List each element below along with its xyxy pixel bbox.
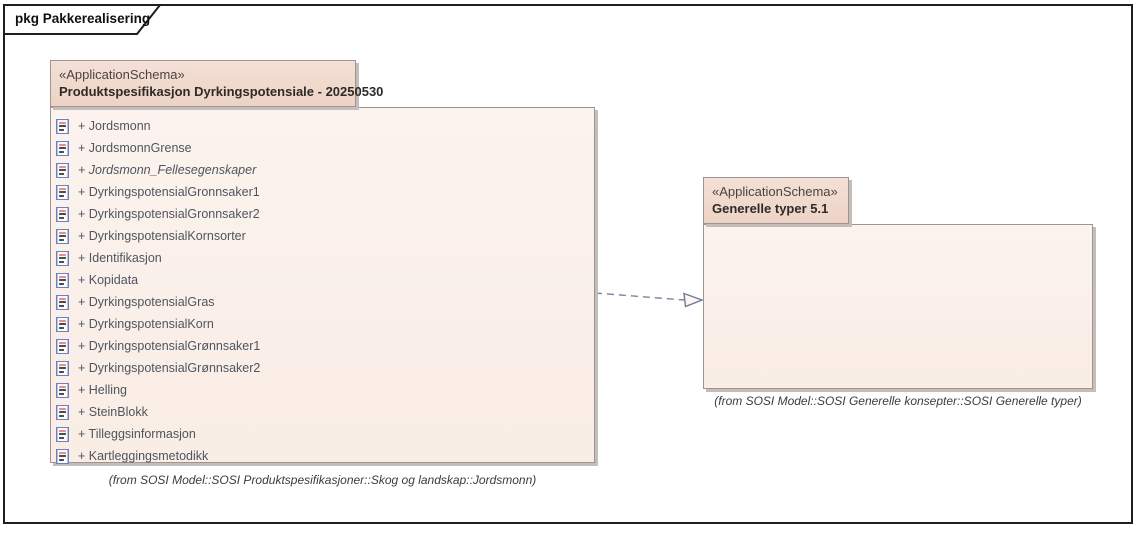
- class-list-item[interactable]: + JordsmonnGrense: [56, 137, 594, 159]
- class-item-label: + Kopidata: [78, 273, 139, 287]
- class-list-item[interactable]: + Helling: [56, 379, 594, 401]
- class-icon: [56, 250, 69, 266]
- class-item-label: + Tilleggsinformasjon: [78, 427, 196, 441]
- class-item-label: + DyrkingspotensialGronnsaker1: [78, 185, 260, 199]
- class-icon: [56, 426, 69, 442]
- class-list-item[interactable]: + Kopidata: [56, 269, 594, 291]
- class-list-item[interactable]: + DyrkingspotensialGronnsaker1: [56, 181, 594, 203]
- package-name: Generelle typer 5.1: [712, 201, 829, 216]
- class-icon: [56, 404, 69, 420]
- class-item-label: + Kartleggingsmetodikk: [78, 449, 209, 463]
- class-icon: [56, 184, 69, 200]
- class-item-label: + SteinBlokk: [78, 405, 148, 419]
- class-item-label: + JordsmonnGrense: [78, 141, 192, 155]
- package-tab-produktspesifikasjon[interactable]: «ApplicationSchema» Produktspesifikasjon…: [50, 60, 384, 107]
- class-list-item[interactable]: + Kartleggingsmetodikk: [56, 445, 594, 467]
- class-icon: [56, 360, 69, 376]
- class-item-label: + DyrkingspotensialGras: [78, 295, 215, 309]
- class-list-item[interactable]: + DyrkingspotensialKornsorter: [56, 225, 594, 247]
- diagram-frame: [3, 4, 1133, 524]
- class-item-label: + Identifikasjon: [78, 251, 162, 265]
- class-item-label: + DyrkingspotensialGronnsaker2: [78, 207, 260, 221]
- class-icon: [56, 140, 69, 156]
- frame-title: pkg Pakkerealisering: [15, 11, 151, 26]
- frame-tab: [3, 4, 163, 35]
- class-icon: [56, 338, 69, 354]
- class-icon: [56, 448, 69, 464]
- package-caption-generelle-typer: (from SOSI Model::SOSI Generelle konsept…: [714, 394, 1082, 408]
- class-icon: [56, 382, 69, 398]
- package-tab-generelle-typer[interactable]: «ApplicationSchema» Generelle typer 5.1: [703, 177, 849, 224]
- class-item-label: + DyrkingspotensialKorn: [78, 317, 214, 331]
- class-list-item[interactable]: + DyrkingspotensialGrønnsaker1: [56, 335, 594, 357]
- class-item-label: + DyrkingspotensialGrønnsaker1: [78, 339, 261, 353]
- class-list-item[interactable]: + Jordsmonn_Fellesegenskaper: [56, 159, 594, 181]
- class-list-item[interactable]: + SteinBlokk: [56, 401, 594, 423]
- package-caption-produktspesifikasjon: (from SOSI Model::SOSI Produktspesifikas…: [108, 473, 537, 487]
- stereotype-label: «ApplicationSchema»: [712, 184, 838, 199]
- class-icon: [56, 162, 69, 178]
- package-body-produktspesifikasjon[interactable]: + Jordsmonn + JordsmonnGrense + Jordsmon…: [50, 107, 595, 464]
- class-icon: [56, 272, 69, 288]
- class-list-item[interactable]: + Jordsmonn: [56, 115, 594, 137]
- class-list-item[interactable]: + Tilleggsinformasjon: [56, 423, 594, 445]
- class-item-label: + DyrkingspotensialKornsorter: [78, 229, 246, 243]
- class-list-item[interactable]: + DyrkingspotensialGras: [56, 291, 594, 313]
- class-item-label: + Jordsmonn_Fellesegenskaper: [78, 163, 257, 177]
- class-item-label: + DyrkingspotensialGrønnsaker2: [78, 361, 261, 375]
- class-icon: [56, 316, 69, 332]
- class-list-item[interactable]: + DyrkingspotensialGronnsaker2: [56, 203, 594, 225]
- class-item-label: + Helling: [78, 383, 127, 397]
- class-item-list: + Jordsmonn + JordsmonnGrense + Jordsmon…: [51, 108, 594, 467]
- class-icon: [56, 118, 69, 134]
- class-icon: [56, 294, 69, 310]
- class-icon: [56, 206, 69, 222]
- package-name: Produktspesifikasjon Dyrkingspotensiale …: [59, 84, 384, 99]
- class-icon: [56, 228, 69, 244]
- stereotype-label: «ApplicationSchema»: [59, 67, 185, 82]
- class-list-item[interactable]: + DyrkingspotensialGrønnsaker2: [56, 357, 594, 379]
- class-list-item[interactable]: + Identifikasjon: [56, 247, 594, 269]
- class-list-item[interactable]: + DyrkingspotensialKorn: [56, 313, 594, 335]
- class-item-label: + Jordsmonn: [78, 119, 151, 133]
- package-body-generelle-typer[interactable]: [703, 224, 1093, 389]
